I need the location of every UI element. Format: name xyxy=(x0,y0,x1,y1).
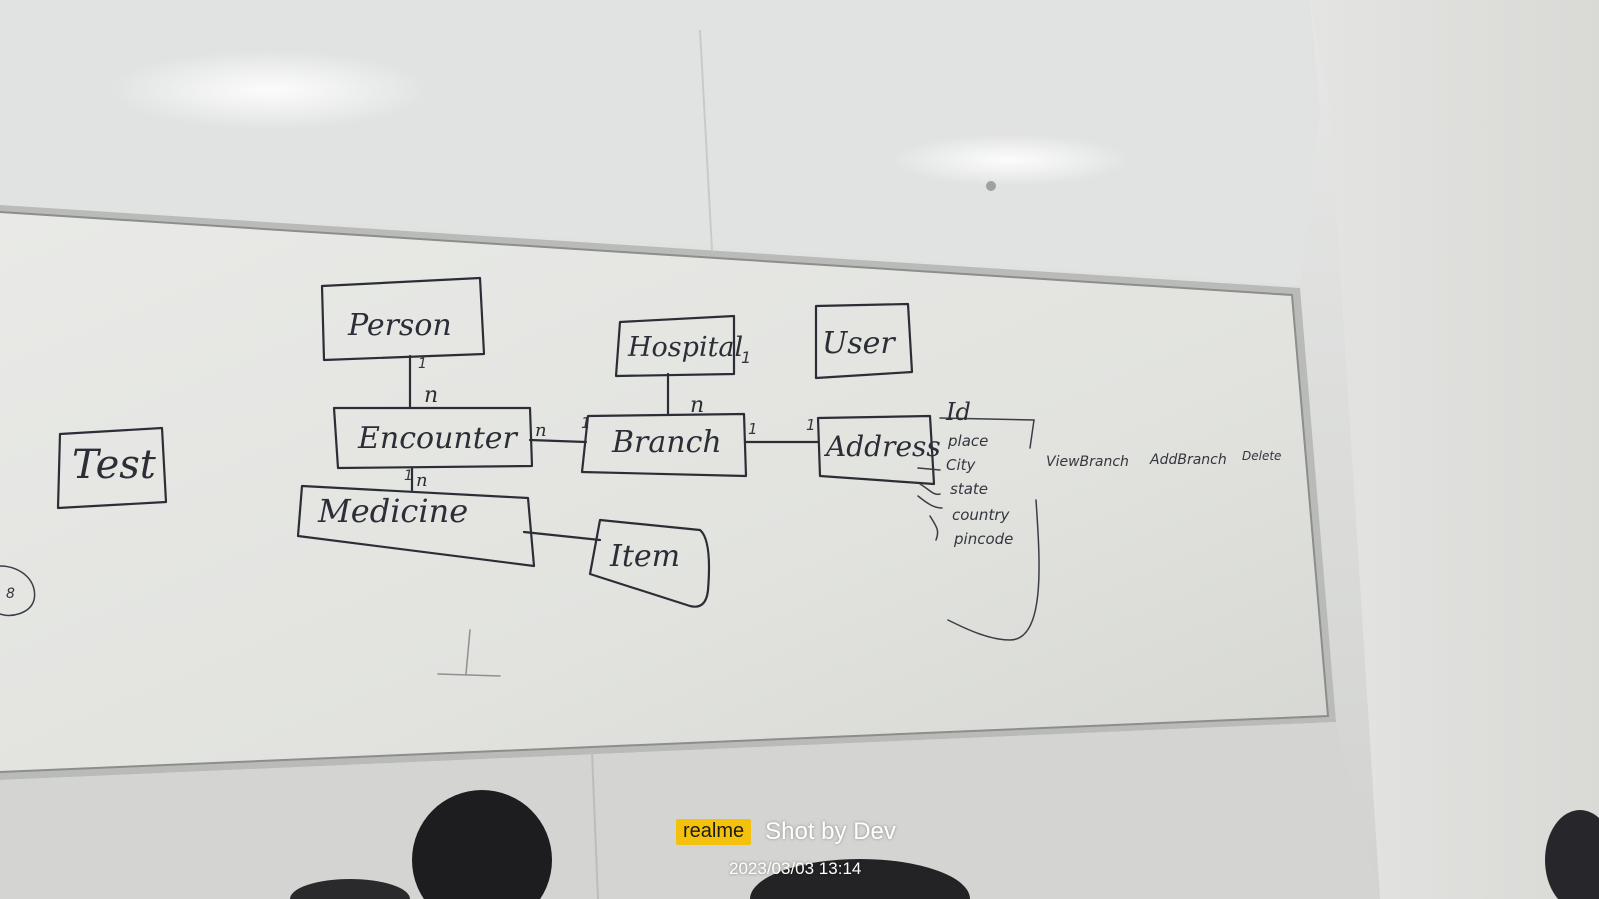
encounter-branch-line xyxy=(528,438,588,444)
operation-delete: Delete xyxy=(1242,449,1281,463)
user-label: User xyxy=(822,326,896,361)
stray-mark xyxy=(437,629,501,677)
margin-circle xyxy=(0,565,36,617)
address-field-city: City xyxy=(946,456,977,474)
fields-bracket-top xyxy=(939,417,1035,449)
right-wall xyxy=(1310,0,1599,899)
encounter-label: Encounter xyxy=(357,421,519,456)
card-encounter-right: 1 xyxy=(581,414,591,432)
head-right xyxy=(1545,810,1599,899)
camera-watermark: realme Shot by Dev xyxy=(676,818,896,846)
operations-list: ViewBranch AddBranch Delete xyxy=(1046,449,1281,470)
upper-board-seam xyxy=(699,29,713,251)
lower-seam xyxy=(591,751,599,899)
head-left xyxy=(412,790,552,899)
card-hospital-bottom: n xyxy=(690,393,704,418)
address-field-ticks xyxy=(917,467,943,541)
margin-mark: 8 xyxy=(6,586,15,602)
operation-viewbranch: ViewBranch xyxy=(1046,454,1129,470)
card-person-bottom: n xyxy=(424,383,438,408)
branch-box xyxy=(580,412,748,478)
operation-addbranch: AddBranch xyxy=(1149,452,1227,468)
head-left-2 xyxy=(290,879,410,899)
address-field-state: state xyxy=(950,480,988,498)
medicine-label: Medicine xyxy=(317,492,468,530)
address-label: Address xyxy=(823,430,941,463)
address-field-id: Id xyxy=(945,398,971,426)
watermark-brand: realme xyxy=(676,819,752,845)
glare-left xyxy=(110,50,430,130)
address-field-place: place xyxy=(947,432,988,450)
address-field-pincode: pincode xyxy=(953,530,1013,548)
head-center xyxy=(750,859,970,899)
address-field-country: country xyxy=(952,506,1010,524)
card-encounter-medicine-top: 1 xyxy=(404,468,413,484)
card-hospital-top: 1 xyxy=(741,348,751,367)
test-box xyxy=(56,426,168,510)
whiteboard-surface xyxy=(0,212,1328,772)
item-label: Item xyxy=(609,539,680,574)
hospital-box xyxy=(614,314,736,378)
watermark-caption: Shot by Dev xyxy=(765,818,896,845)
person-box xyxy=(320,276,486,362)
card-branch-right: 1 xyxy=(806,416,816,434)
glare-right xyxy=(890,134,1130,186)
card-branch-left: 1 xyxy=(748,420,758,438)
branch-label: Branch xyxy=(611,425,722,460)
hospital-label: Hospital xyxy=(627,332,743,363)
address-fields: Id place City state country pincode xyxy=(945,398,1013,548)
lower-wall xyxy=(0,722,1380,899)
item-box xyxy=(588,518,711,608)
medicine-item-line xyxy=(522,530,602,542)
wall-spot xyxy=(986,181,996,191)
card-encounter-medicine-bottom: n xyxy=(416,470,428,491)
card-encounter-left: n xyxy=(535,420,547,441)
user-box xyxy=(814,302,914,380)
card-person-top: 1 xyxy=(418,356,427,372)
encounter-box xyxy=(332,406,534,470)
test-label: Test xyxy=(72,442,157,488)
board-edge xyxy=(0,211,1330,773)
fields-bracket-bottom xyxy=(947,499,1040,641)
watermark-datetime: 2023/03/03 13:14 xyxy=(729,859,862,878)
address-box xyxy=(816,414,936,486)
medicine-box xyxy=(296,484,536,568)
person-label: Person xyxy=(347,308,452,343)
